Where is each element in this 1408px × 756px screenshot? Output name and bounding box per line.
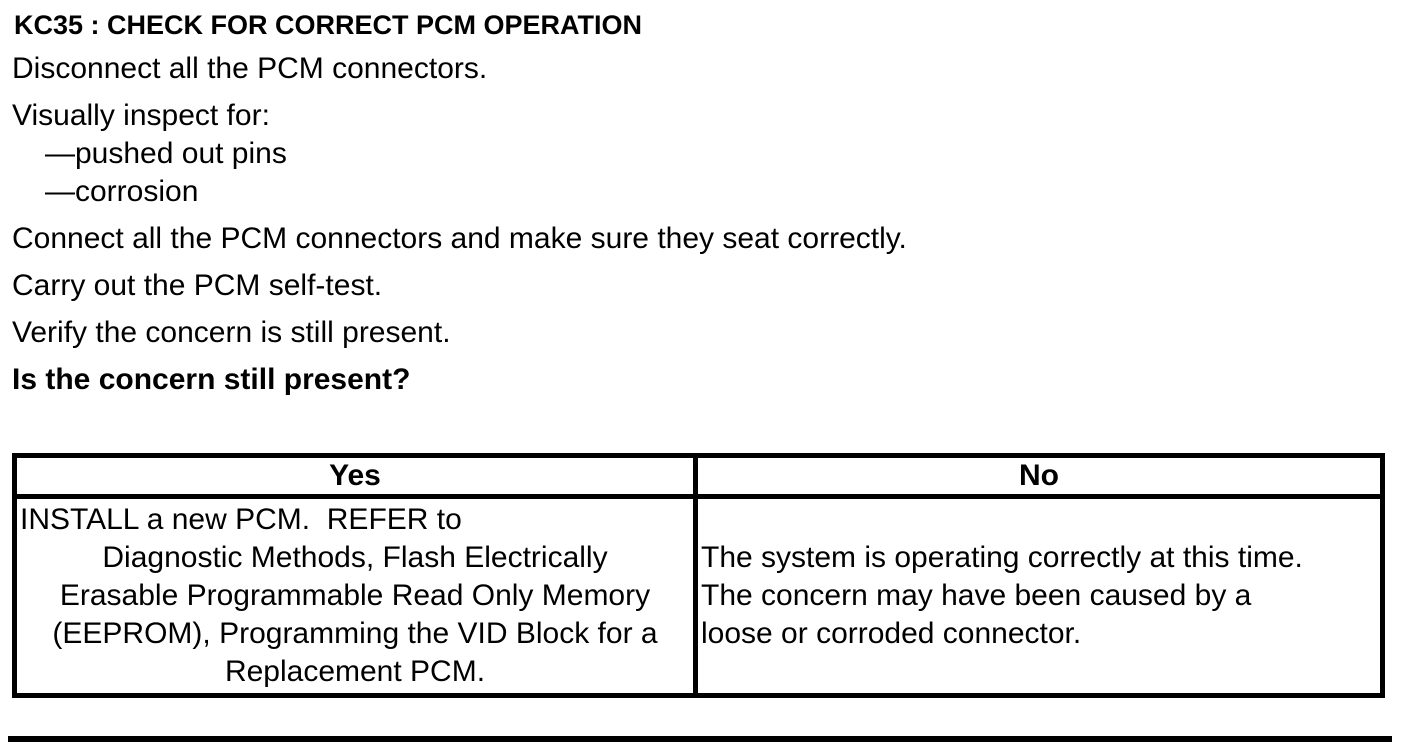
decision-question: Is the concern still present?	[12, 363, 411, 396]
no-column-header: No	[693, 453, 1385, 499]
no-action-cell: The system is operating correctly at thi…	[693, 494, 1385, 698]
diagnostic-procedure-page: KC35 : CHECK FOR CORRECT PCM OPERATION D…	[12, 10, 1408, 698]
page-title: KC35 : CHECK FOR CORRECT PCM OPERATION	[14, 10, 643, 40]
decision-table-header-row: Yes No	[12, 453, 1385, 499]
decision-table-body-row: INSTALL a new PCM. REFER to Diagnostic M…	[12, 494, 1385, 698]
step-connect-connectors: Connect all the PCM connectors and make …	[12, 222, 907, 255]
step-visual-inspection: Visually inspect for: —pushed out pins —…	[12, 97, 1408, 211]
yes-refer-text: Diagnostic Methods, Flash Electrically E…	[52, 541, 658, 688]
step-verify-concern: Verify the concern is still present.	[12, 316, 451, 349]
inspect-item-pushed-out-pins: —pushed out pins	[45, 137, 287, 170]
yes-no-decision-table: Yes No INSTALL a new PCM. REFER to Diagn…	[12, 453, 1385, 698]
inspect-label: Visually inspect for:	[12, 99, 270, 132]
yes-column-header: Yes	[12, 453, 698, 499]
no-action-text: The system is operating correctly at thi…	[701, 541, 1303, 650]
yes-action-cell: INSTALL a new PCM. REFER to Diagnostic M…	[12, 494, 698, 698]
step-disconnect-connectors: Disconnect all the PCM connectors.	[12, 52, 488, 85]
step-self-test: Carry out the PCM self-test.	[12, 269, 383, 302]
yes-action-text: INSTALL a new PCM. REFER to	[20, 503, 462, 536]
inspect-item-corrosion: —corrosion	[45, 175, 199, 208]
bottom-divider-rule	[8, 736, 1392, 742]
